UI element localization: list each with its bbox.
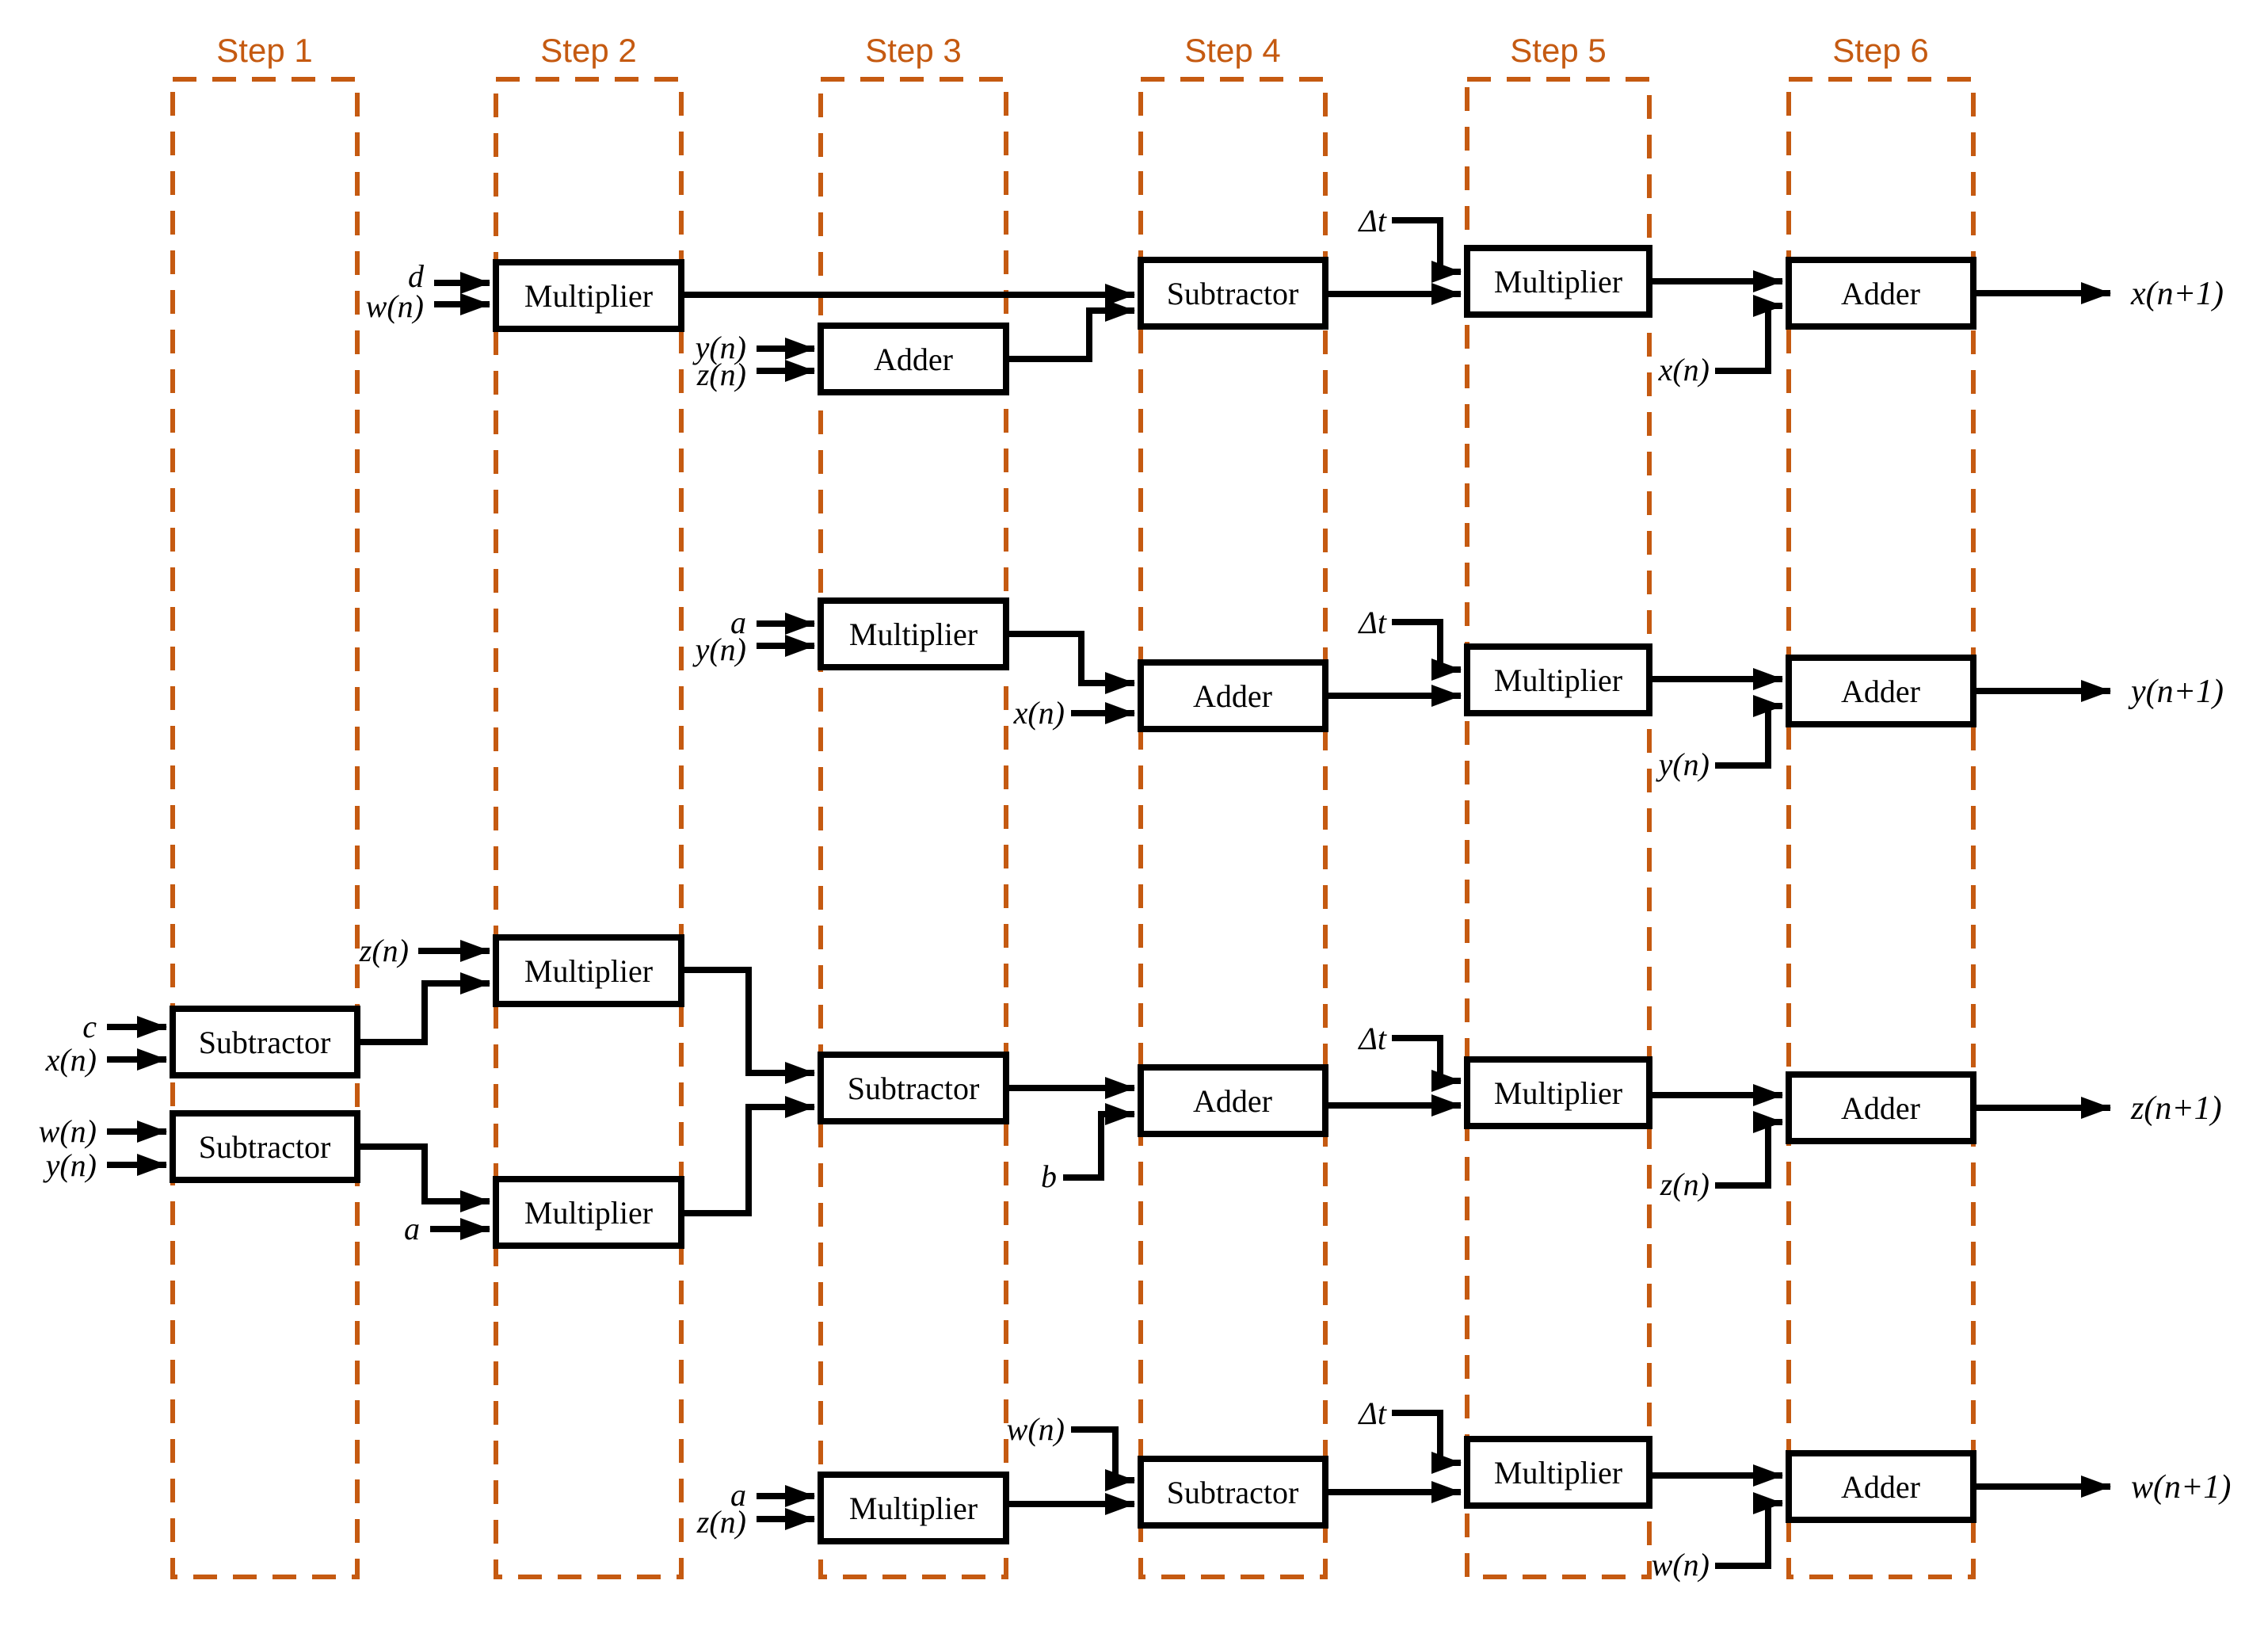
step-4-column [1138, 77, 1328, 1579]
step-2-column [494, 77, 684, 1579]
input-label-r1-wn: w(n) [366, 288, 424, 324]
box-r1-adder-step6 [1786, 257, 1976, 330]
box-r4-multiplier-step3 [818, 1472, 1009, 1544]
label-r3-multiplier-top-step2: Multiplier [524, 953, 653, 989]
arrow-r4-wn-input [1071, 1426, 1135, 1491]
step-4-label: Step 4 [1184, 32, 1280, 69]
label-r2-adder-step4: Adder [1193, 678, 1272, 714]
step-5-column [1465, 77, 1652, 1579]
arrow-r3-zn-feedback [1715, 1111, 1783, 1189]
output-label-r3: z(n+1) [2130, 1090, 2222, 1127]
arrow-r4-wn-feedback [1715, 1492, 1783, 1569]
input-label-r3-c: c [82, 1009, 97, 1044]
input-label-r1-dt: Δt [1357, 203, 1386, 239]
box-r3-subtractor-top-step1 [170, 1006, 360, 1078]
step-5-label: Step 5 [1510, 32, 1606, 69]
input-label-r3-yn: y(n) [43, 1147, 97, 1183]
input-label-r4-zn: z(n) [696, 1504, 746, 1540]
input-label-r3-wn: w(n) [39, 1113, 97, 1149]
input-label-r2-yn-feedback: y(n) [1656, 746, 1710, 782]
input-label-r2-xn: x(n) [1013, 695, 1065, 731]
label-r3-adder-step4: Adder [1193, 1083, 1272, 1119]
input-label-r4-dt: Δt [1357, 1395, 1386, 1431]
arrow-r1-xn-feedback [1715, 295, 1783, 374]
output-label-r1: x(n+1) [2130, 276, 2224, 312]
input-label-r4-wn-feedback: w(n) [1652, 1547, 1710, 1582]
step-3-column [818, 77, 1008, 1579]
label-r3-subtractor-bottom-step1: Subtractor [199, 1129, 331, 1165]
input-label-r3-zn-feedback: z(n) [1660, 1166, 1710, 1202]
box-r4-subtractor-step4 [1138, 1456, 1328, 1529]
input-label-r1-yn: y(n) [692, 330, 746, 365]
arrow-r2-mult-to-adder [1006, 631, 1135, 694]
input-label-r2-a: a [730, 605, 746, 640]
label-r1-multiplier-step2: Multiplier [524, 278, 653, 314]
input-label-r2-dt: Δt [1357, 605, 1386, 640]
box-r3-multiplier-top-step2 [493, 934, 684, 1007]
label-r3-adder-step6: Adder [1841, 1090, 1920, 1126]
box-r1-subtractor-step4 [1138, 257, 1328, 330]
label-r3-multiplier-step5: Multiplier [1494, 1075, 1622, 1111]
arrow-r3-subbottom-to-multbottom [357, 1143, 490, 1212]
input-label-r3-b: b [1041, 1159, 1057, 1194]
arrow-r3-b-input [1063, 1103, 1135, 1181]
arrow-r3-dt-input [1392, 1035, 1462, 1092]
arrow-r1-adder-to-sub [1006, 300, 1135, 362]
label-r3-subtractor-step3: Subtractor [848, 1071, 980, 1106]
box-r4-adder-step6 [1786, 1450, 1976, 1523]
box-r2-multiplier-step5 [1464, 643, 1652, 716]
arrow-r4-dt-input [1392, 1410, 1462, 1474]
step-1-column [170, 77, 360, 1579]
box-r1-multiplier-step2 [493, 259, 684, 332]
label-r3-multiplier-bottom-step2: Multiplier [524, 1195, 653, 1231]
input-label-r4-a: a [730, 1477, 746, 1513]
label-r1-multiplier-step5: Multiplier [1494, 264, 1622, 300]
input-label-r3-a: a [404, 1211, 420, 1246]
input-label-r1-xn-feedback: x(n) [1658, 352, 1710, 387]
box-r3-adder-step6 [1786, 1071, 1976, 1144]
label-r2-multiplier-step3: Multiplier [849, 616, 978, 652]
label-r4-adder-step6: Adder [1841, 1469, 1920, 1505]
input-label-r3-xn: x(n) [45, 1042, 97, 1078]
step-6-column [1786, 77, 1976, 1579]
arrow-r3-multtop-to-sub [681, 967, 815, 1084]
label-r4-subtractor-step4: Subtractor [1167, 1475, 1299, 1510]
arrow-r3-multbottom-to-sub [681, 1096, 815, 1216]
arrow-r2-yn-feedback [1715, 695, 1783, 769]
label-r4-multiplier-step5: Multiplier [1494, 1455, 1622, 1491]
step-3-label: Step 3 [865, 32, 961, 69]
label-r3-subtractor-top-step1: Subtractor [199, 1025, 331, 1060]
label-r2-multiplier-step5: Multiplier [1494, 662, 1622, 698]
input-label-r3-dt: Δt [1357, 1021, 1386, 1056]
input-label-r1-d: d [408, 258, 425, 294]
box-r3-adder-step4 [1138, 1064, 1328, 1137]
output-label-r4: w(n+1) [2131, 1469, 2231, 1506]
input-label-r1-zn: z(n) [696, 357, 746, 392]
box-r1-multiplier-step5 [1464, 245, 1652, 318]
input-label-r3-zn: z(n) [359, 933, 409, 968]
label-r2-adder-step6: Adder [1841, 674, 1920, 709]
arrow-r1-dt-input [1392, 217, 1462, 283]
label-r1-adder-step6: Adder [1841, 276, 1920, 311]
arrow-r3-subtop-to-multtop [357, 972, 490, 1045]
box-r3-multiplier-bottom-step2 [493, 1176, 684, 1249]
box-r3-subtractor-bottom-step1 [170, 1110, 360, 1183]
step-2-label: Step 2 [540, 32, 636, 69]
step-1-label: Step 1 [216, 32, 312, 69]
input-label-r4-wn: w(n) [1007, 1411, 1065, 1447]
label-r1-adder-step3: Adder [874, 342, 953, 377]
label-r1-subtractor-step4: Subtractor [1167, 276, 1299, 311]
step-6-label: Step 6 [1832, 32, 1928, 69]
arrow-r2-dt-input [1392, 619, 1462, 681]
box-r4-multiplier-step5 [1464, 1436, 1652, 1509]
input-label-r2-yn: y(n) [692, 632, 746, 667]
output-label-r2: y(n+1) [2128, 674, 2224, 710]
label-r4-multiplier-step3: Multiplier [849, 1491, 978, 1526]
